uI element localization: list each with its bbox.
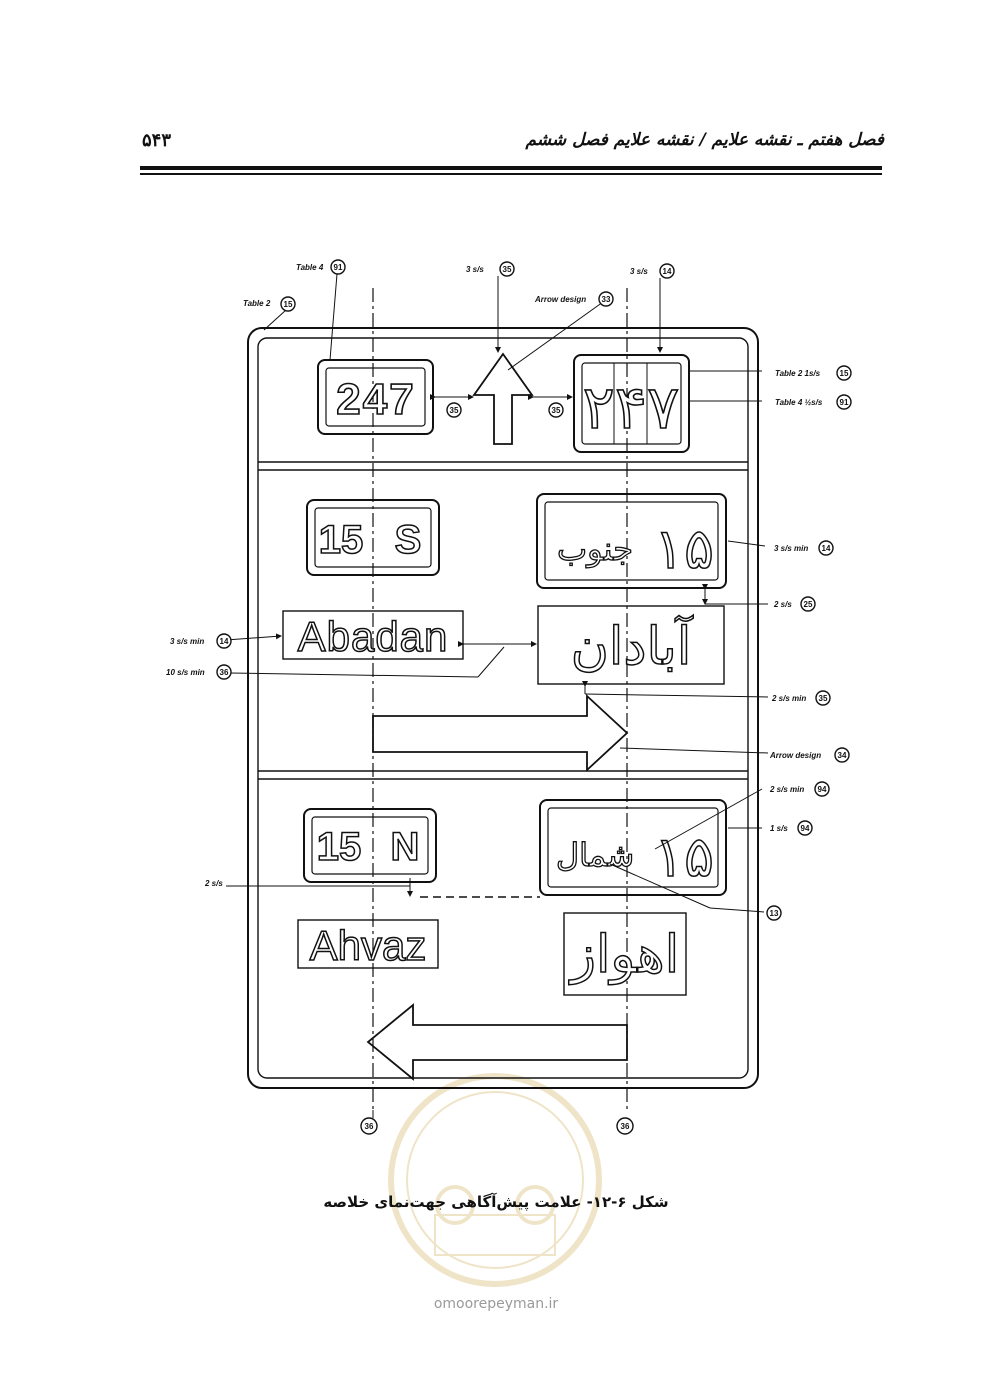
svg-text:91: 91 [840, 398, 849, 407]
svg-text:۱۵: ۱۵ [654, 517, 714, 580]
svg-text:91: 91 [334, 263, 343, 272]
svg-text:Abadan: Abadan [298, 613, 449, 660]
svg-text:آبادان: آبادان [571, 615, 694, 676]
callout-35-right: 35 [815, 690, 831, 706]
page-number: ۵۴۳ [142, 130, 172, 151]
figure-caption: شکل ۶-۱۲- علامت پیش‌آگاهی جهت‌نمای خلاصه [323, 1193, 669, 1211]
city-abadan-latin: Abadan [282, 610, 464, 661]
svg-text:Arrow design: Arrow design [534, 295, 586, 304]
svg-text:35: 35 [503, 265, 512, 274]
svg-text:36: 36 [621, 1122, 630, 1131]
callout-34: 34 [834, 747, 850, 763]
left-arrow-icon [366, 1003, 628, 1081]
callout-14-left: 14 [216, 633, 232, 649]
callout-36-left: 36 [216, 664, 232, 680]
shield-15-south-persian: ۱۵ جنوب [536, 493, 727, 589]
route-shield-latin: 247 [317, 359, 434, 435]
watermark-url: omoorepeyman.ir [433, 1296, 559, 1312]
shield-15N: 15 N [303, 808, 437, 883]
svg-text:10 s/s min: 10 s/s min [166, 668, 205, 677]
callout-15-left: 15 [280, 296, 296, 312]
svg-text:۱۵: ۱۵ [654, 825, 714, 888]
callout-91-right: 91 [836, 394, 852, 410]
svg-text:جنوب: جنوب [557, 531, 633, 568]
svg-text:14: 14 [663, 267, 672, 276]
svg-text:3 s/s: 3 s/s [630, 267, 648, 276]
svg-text:36: 36 [220, 668, 229, 677]
callout-33: 33 [598, 291, 614, 307]
svg-text:S: S [395, 518, 422, 562]
svg-text:94: 94 [818, 785, 827, 794]
route-number-latin: 247 [336, 375, 415, 424]
shield-15S: 15 S [306, 499, 440, 576]
svg-text:اهواز: اهواز [568, 926, 679, 985]
callout-35-top: 35 [499, 261, 515, 277]
svg-text:25: 25 [804, 600, 813, 609]
svg-text:Ahvaz: Ahvaz [310, 922, 427, 969]
city-ahvaz-persian: اهواز [563, 912, 687, 996]
callout-35-arrow-right: 35 [548, 402, 564, 418]
city-abadan-persian: آبادان [537, 605, 725, 685]
up-arrow-icon [472, 352, 534, 445]
city-ahvaz-latin: Ahvaz [297, 919, 439, 970]
callout-35-arrow-left: 35 [446, 402, 462, 418]
svg-text:3 s/s: 3 s/s [466, 265, 484, 274]
route-number-persian: ۲۴۷ [583, 374, 680, 441]
watermark-seal [388, 1073, 602, 1287]
svg-text:36: 36 [365, 1122, 374, 1131]
route-shield-persian: ۲۴۷ [573, 354, 690, 453]
svg-text:1 s/s: 1 s/s [770, 824, 788, 833]
svg-text:35: 35 [450, 406, 459, 415]
callout-13: 13 [766, 905, 782, 921]
svg-text:Arrow design: Arrow design [769, 751, 821, 760]
svg-text:2 s/s min: 2 s/s min [771, 694, 806, 703]
right-arrow-icon [372, 693, 629, 773]
callout-14-right: 14 [818, 540, 834, 556]
svg-text:2 s/s: 2 s/s [204, 879, 223, 888]
svg-text:Table 2: Table 2 [243, 299, 271, 308]
svg-text:34: 34 [838, 751, 847, 760]
callout-36-bottom-right: 36 [616, 1117, 634, 1135]
callout-25: 25 [800, 596, 816, 612]
svg-text:15: 15 [317, 825, 362, 869]
callout-94-a: 94 [814, 781, 830, 797]
svg-text:3 s/s min: 3 s/s min [774, 544, 808, 553]
svg-text:14: 14 [220, 637, 229, 646]
svg-text:15: 15 [319, 518, 364, 562]
callout-15-right: 15 [836, 365, 852, 381]
svg-text:شمال: شمال [556, 837, 634, 873]
callout-91-top: 91 [330, 259, 346, 275]
svg-text:N: N [391, 825, 420, 869]
svg-text:Table 4 ½s/s: Table 4 ½s/s [775, 398, 823, 407]
running-header-title: فصل هفتم ـ نقشه علایم / نقشه علایم فصل ش… [525, 130, 884, 150]
svg-text:2 s/s: 2 s/s [773, 600, 792, 609]
svg-text:35: 35 [819, 694, 828, 703]
callout-94-b: 94 [797, 820, 813, 836]
svg-text:Table 2 1s/s: Table 2 1s/s [775, 369, 821, 378]
svg-text:3 s/s min: 3 s/s min [170, 637, 204, 646]
shield-15-north-persian: ۱۵ شمال [539, 799, 727, 896]
svg-text:35: 35 [552, 406, 561, 415]
svg-text:13: 13 [770, 909, 779, 918]
callout-36-bottom-left: 36 [360, 1117, 378, 1135]
svg-text:15: 15 [284, 300, 293, 309]
svg-text:Table 4: Table 4 [296, 263, 324, 272]
svg-text:94: 94 [801, 824, 810, 833]
header-rule-thin [140, 173, 882, 175]
svg-text:33: 33 [602, 295, 611, 304]
svg-text:14: 14 [822, 544, 831, 553]
callout-14-top: 14 [659, 263, 675, 279]
svg-text:2 s/s min: 2 s/s min [769, 785, 804, 794]
header-rule-thick [140, 166, 882, 170]
svg-text:15: 15 [840, 369, 849, 378]
